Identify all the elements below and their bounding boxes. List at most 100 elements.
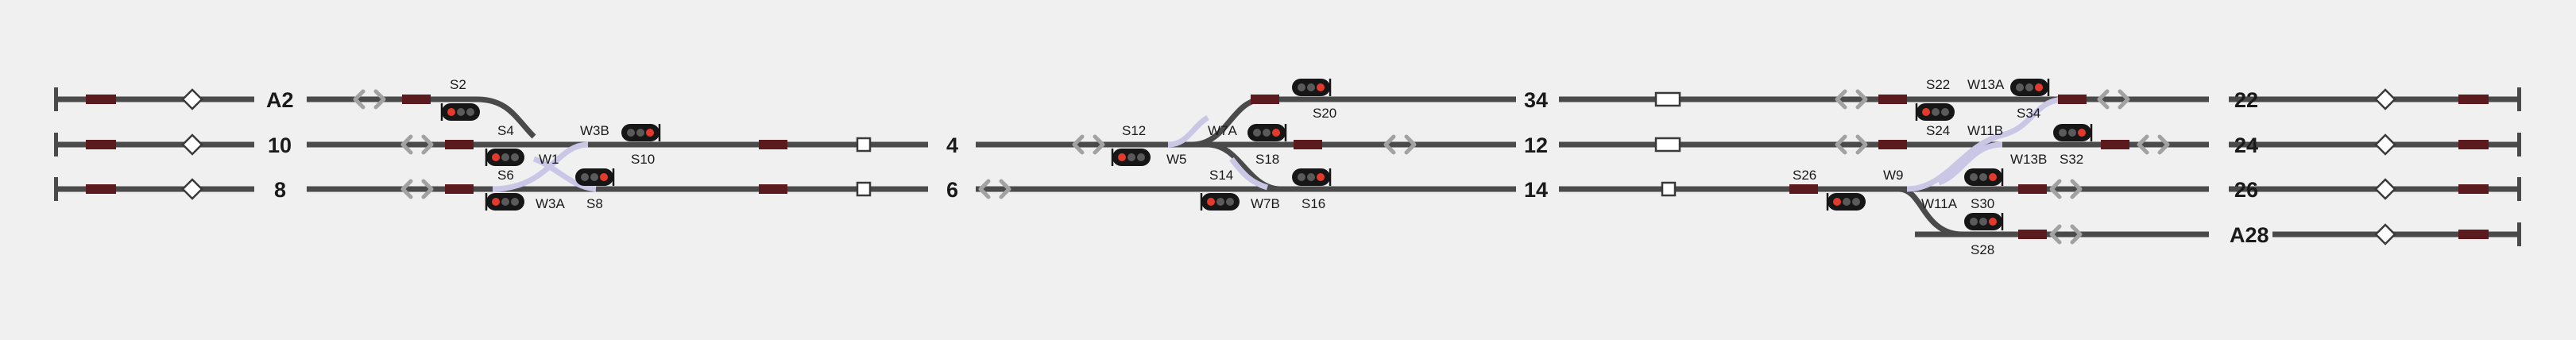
chevron-pair-icon[interactable] [1835, 134, 1868, 155]
signal-label: S2 [450, 77, 466, 92]
chevron-pair-icon[interactable] [2049, 224, 2083, 245]
track-label: 34 [1524, 88, 1548, 112]
signal-label: S10 [631, 152, 655, 167]
buffer-stop-icon [54, 133, 58, 156]
signal-label: S24 [1926, 123, 1950, 138]
signal-s8[interactable] [575, 168, 615, 186]
route-set-segment [1937, 141, 2003, 186]
occupied-segment[interactable] [445, 140, 474, 149]
switch-label: W3B [580, 123, 609, 138]
balise-icon [2374, 223, 2396, 245]
switch-label: W3A [536, 196, 566, 211]
route-set-segment [532, 156, 597, 192]
occupied-segment[interactable] [2018, 184, 2047, 194]
occupied-segment[interactable] [1878, 140, 1907, 149]
buffer-stop-icon [54, 177, 58, 201]
track-label: 12 [1524, 133, 1548, 157]
signal-s14[interactable] [1200, 193, 1240, 211]
signal-label: S6 [497, 168, 514, 183]
track-label: 22 [2234, 88, 2258, 112]
signal-s30[interactable] [1964, 168, 2004, 186]
occupied-segment[interactable] [2458, 140, 2489, 149]
route-set-segment [1167, 115, 1209, 148]
track-segment [1207, 141, 1280, 192]
occupied-segment[interactable] [86, 184, 116, 194]
switch-label: W13A [1967, 77, 2005, 92]
occupied-segment[interactable] [402, 95, 431, 104]
signal-s34[interactable] [2010, 79, 2050, 96]
switch-label: W9 [1883, 168, 1904, 183]
signal-s2[interactable] [440, 103, 480, 121]
signal-s10[interactable] [621, 124, 661, 141]
occupied-segment[interactable] [2458, 184, 2489, 194]
signal-label: S8 [586, 196, 603, 211]
occupied-segment[interactable] [1878, 95, 1907, 104]
track-segment [476, 96, 536, 139]
block-marker[interactable] [856, 137, 872, 153]
chevron-pair-icon[interactable] [2137, 134, 2170, 155]
block-marker[interactable] [1654, 91, 1681, 107]
occupied-segment[interactable] [2101, 140, 2129, 149]
signal-s18[interactable] [1247, 124, 1287, 141]
chevron-pair-icon[interactable] [978, 179, 1011, 199]
occupied-segment[interactable] [2018, 230, 2047, 239]
occupied-segment[interactable] [1251, 95, 1279, 104]
signal-s4[interactable] [485, 149, 524, 166]
track-label: 6 [946, 178, 958, 202]
block-marker[interactable] [1654, 137, 1681, 153]
signal-s28[interactable] [1964, 213, 2004, 230]
chevron-pair-icon[interactable] [400, 134, 434, 155]
occupied-segment[interactable] [1294, 140, 1322, 149]
buffer-stop-icon [54, 87, 58, 111]
occupied-segment[interactable] [86, 140, 116, 149]
switch-label: W11B [1967, 123, 2003, 138]
signal-s12[interactable] [1111, 149, 1151, 166]
balise-icon [181, 133, 203, 156]
signal-label: S12 [1122, 123, 1146, 138]
signal-label: S26 [1793, 168, 1816, 183]
signal-label: S16 [1302, 196, 1325, 211]
signal-s22[interactable] [1915, 103, 1955, 121]
signal-s32[interactable] [2053, 124, 2093, 141]
occupied-segment[interactable] [759, 140, 787, 149]
track-label: 24 [2234, 133, 2258, 157]
chevron-pair-icon[interactable] [2049, 179, 2083, 199]
signal-label: S32 [2060, 152, 2083, 167]
track-label: 10 [268, 133, 292, 157]
block-marker[interactable] [856, 181, 872, 197]
signal-s6[interactable] [485, 193, 524, 211]
switch-label: W11A [1921, 196, 1958, 211]
occupied-segment[interactable] [445, 184, 474, 194]
occupied-segment[interactable] [2458, 95, 2489, 104]
switch-label: W5 [1166, 152, 1187, 167]
balise-icon [2374, 178, 2396, 200]
occupied-segment[interactable] [1789, 184, 1818, 194]
chevron-pair-icon[interactable] [2097, 89, 2130, 110]
balise-icon [181, 88, 203, 110]
signal-s26[interactable] [1826, 193, 1866, 211]
buffer-stop-icon [2517, 133, 2521, 156]
chevron-pair-icon[interactable] [1072, 134, 1105, 155]
block-marker[interactable] [1661, 181, 1677, 197]
signal-s20[interactable] [1292, 79, 1332, 96]
signal-label: S18 [1255, 152, 1279, 167]
occupied-segment[interactable] [759, 184, 787, 194]
route-set-segment [1906, 96, 2067, 192]
balise-icon [2374, 133, 2396, 156]
signal-label: S22 [1926, 77, 1950, 92]
buffer-stop-icon [2517, 177, 2521, 201]
occupied-segment[interactable] [86, 95, 116, 104]
signal-s16[interactable] [1292, 168, 1332, 186]
occupied-segment[interactable] [2458, 230, 2489, 239]
occupied-segment[interactable] [2058, 95, 2087, 104]
track-label: A2 [266, 88, 294, 112]
chevron-pair-icon[interactable] [400, 179, 434, 199]
chevron-pair-icon[interactable] [1383, 134, 1417, 155]
chevron-pair-icon[interactable] [1835, 89, 1868, 110]
switch-label: W7A [1208, 123, 1238, 138]
signal-label: S4 [497, 123, 514, 138]
signal-label: S34 [2017, 106, 2040, 121]
chevron-pair-icon[interactable] [353, 89, 386, 110]
switch-label: W1 [539, 152, 559, 167]
buffer-stop-icon [2517, 87, 2521, 111]
